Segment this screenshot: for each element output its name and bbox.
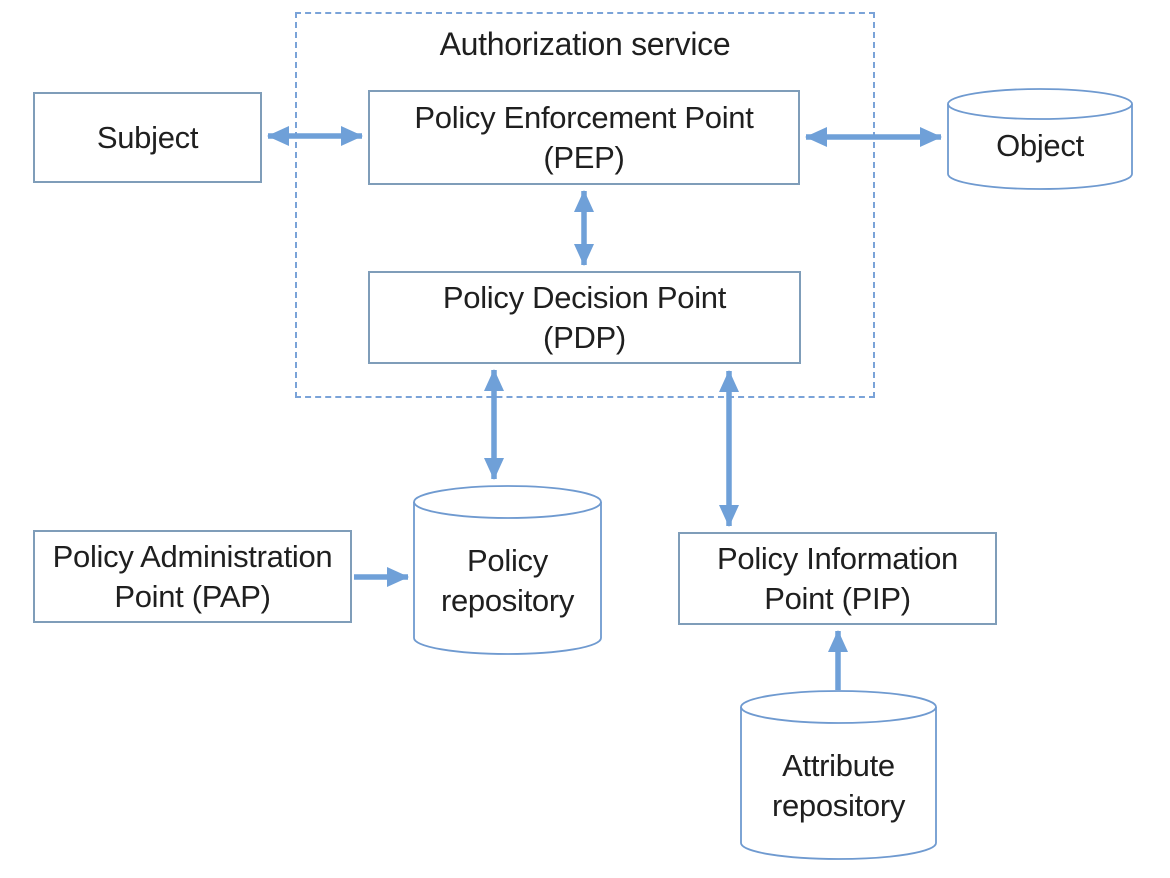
node-attribute-repository: Attribute repository xyxy=(740,690,937,860)
node-pdp-label-line-1: Policy Decision Point xyxy=(442,279,727,315)
node-pep: Policy Enforcement Point (PEP) xyxy=(368,90,800,185)
node-object-label: Object xyxy=(996,128,1084,163)
node-pep-label-line-2: (PEP) xyxy=(543,139,625,175)
object-cylinder-shape xyxy=(947,88,1133,190)
node-pip-label: Policy Information Point (PIP) xyxy=(717,539,958,619)
authorization-service-boundary: Authorization service xyxy=(295,12,875,398)
node-policy-repository-label-line-2: repository xyxy=(440,583,575,618)
node-pep-label: Policy Enforcement Point (PEP) xyxy=(414,98,753,178)
node-pap-label-line-1: Policy Administration xyxy=(52,538,333,574)
attribute-repository-cylinder-shape xyxy=(740,690,937,860)
node-pap-label: Policy Administration Point (PAP) xyxy=(53,537,333,617)
node-subject-label: Subject xyxy=(96,119,199,155)
node-policy-repository: Policy repository xyxy=(413,485,602,655)
node-policy-repository-label-line-1: Policy xyxy=(467,543,548,578)
node-pdp-label-line-2: (PDP) xyxy=(543,319,626,355)
node-policy-repository-label: Policy repository xyxy=(441,519,574,621)
node-pip-label-line-1: Policy Information xyxy=(717,540,958,576)
node-attribute-repository-label-line-1: Attribute xyxy=(782,748,895,783)
node-attribute-repository-label-line-2: repository xyxy=(771,788,906,823)
node-attribute-repository-label: Attribute repository xyxy=(772,724,905,826)
policy-repository-cylinder-shape xyxy=(413,485,602,655)
diagram-title: Authorization service xyxy=(439,26,731,62)
node-pip: Policy Information Point (PIP) xyxy=(678,532,997,625)
node-pap-label-line-2: Point (PAP) xyxy=(114,578,271,614)
node-pdp: Policy Decision Point (PDP) xyxy=(368,271,801,364)
node-object: Object xyxy=(947,88,1133,190)
node-pdp-label: Policy Decision Point (PDP) xyxy=(443,278,726,358)
node-pap: Policy Administration Point (PAP) xyxy=(33,530,352,623)
node-subject: Subject xyxy=(33,92,262,183)
node-pep-label-line-1: Policy Enforcement Point xyxy=(414,99,754,135)
node-pip-label-line-2: Point (PIP) xyxy=(764,580,911,616)
